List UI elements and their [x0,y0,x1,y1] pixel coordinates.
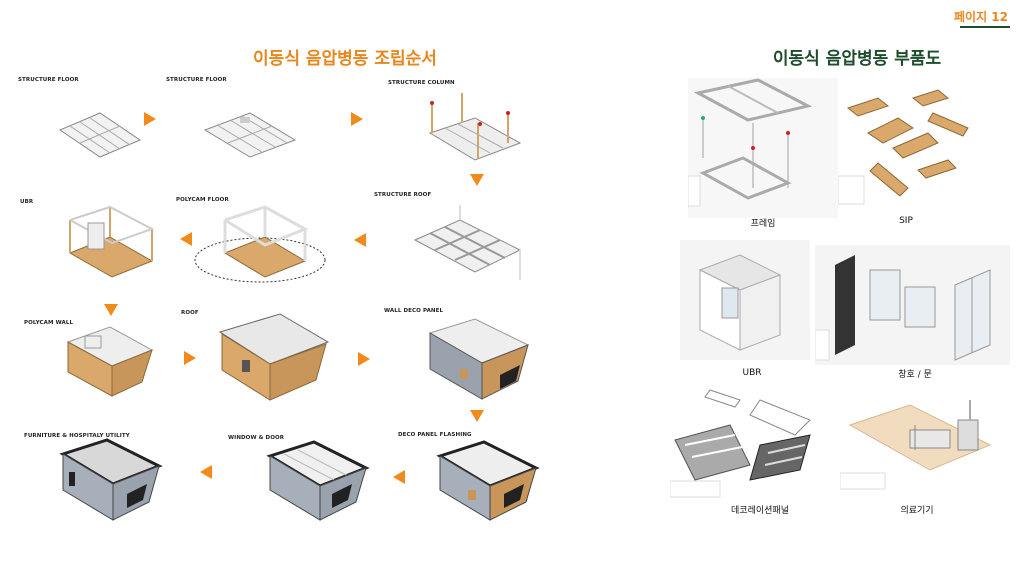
step-12-label: DECO PANEL FLASHING [398,432,472,438]
step-11-image [262,440,372,522]
arrow-down-icon [470,410,484,422]
arrow-down-icon [470,174,484,186]
part-window-door-image [815,245,1010,365]
step-5-label: POLYCAM FLOOR [176,197,229,203]
part-frame-label: 프레임 [750,219,776,229]
arrow-down-icon [104,304,118,316]
assembly-title: 이동식 음압병동 조립순서 [253,49,437,69]
page-number: 페이지 12 [954,10,1008,24]
part-sip-image [838,88,973,208]
step-3-image [410,88,540,168]
step-3-label: STRUCTURE COLUMN [388,80,455,86]
part-deco-panel-image [670,385,830,500]
step-1-label: STRUCTURE FLOOR [18,77,79,83]
step-8-label: ROOF [181,310,199,316]
part-ubr-image [680,240,810,360]
part-ubr-label: UBR [742,368,762,378]
step-4-image [60,205,160,283]
step-10-label: FURNITURE & HOSPITALY UTILITY [24,433,130,439]
arrow-right-icon [184,351,196,365]
part-medical-equipment-image [840,385,995,495]
part-deco-panel-label: 데코레이션패널 [731,506,789,516]
step-4-label: UBR [20,199,34,205]
step-6-image [400,200,535,288]
arrow-right-icon [358,352,370,366]
step-7-label: POLYCAM WALL [24,320,74,326]
arrow-right-icon [144,112,156,126]
step-1-image [55,105,145,165]
arrow-left-icon [200,465,212,479]
part-medical-equipment-label: 의료기기 [900,506,934,516]
page-number-underline [960,26,1010,28]
step-2-label: STRUCTURE FLOOR [166,77,227,83]
arrow-left-icon [180,232,192,246]
step-10-image [55,438,165,522]
parts-title: 이동식 음압병동 부품도 [772,49,942,69]
step-2-image [200,105,300,165]
step-9-image [420,315,535,403]
step-5-image [190,205,330,290]
arrow-left-icon [393,470,405,484]
step-6-label: STRUCTURE ROOF [374,192,432,198]
step-9-label: WALL DECO PANEL [384,308,444,314]
arrow-left-icon [354,233,366,247]
step-7-image [60,322,160,400]
part-sip-label: SIP [899,216,913,226]
step-12-image [432,440,542,522]
arrow-right-icon [351,112,363,126]
part-frame-image [688,78,838,218]
step-8-image [210,312,335,404]
step-11-label: WINDOW & DOOR [228,435,285,441]
part-window-door-label: 창호 / 문 [898,370,932,380]
